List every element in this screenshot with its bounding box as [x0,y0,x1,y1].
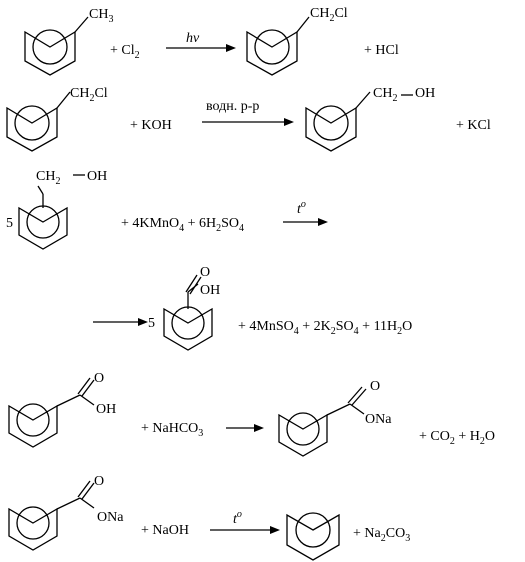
reaction-4: O OH + NaHCO3 O ONa + CO2 + H2O [8,371,495,457]
double-bond-a [347,386,363,404]
ring-c-bond [326,403,351,416]
reagent-label: + KOH [130,118,172,133]
c-oh-bond [187,283,199,293]
reactant-substituent: CH3 [89,7,113,25]
benzyl-chloride-structure: CH2Cl [246,6,348,76]
aromatic-circle [14,105,50,141]
reaction-3: 5 CH2 OH + 4KMnO4 + 6H2SO4 to 5 [6,169,412,351]
reactant-oh: OH [96,402,116,417]
byproducts-label: + CO2 + H2O [419,429,495,447]
reactant-substituent: CH2Cl [70,86,108,104]
reactant-substituent: CH2 [36,169,60,187]
reaction-arrow [226,424,264,432]
aromatic-circle [16,506,50,540]
benzene-ring [305,106,357,152]
aromatic-circle [295,512,331,548]
reagent-label: + 4KMnO4 + 6H2SO4 [121,216,244,234]
aromatic-circle [254,29,290,65]
benzene-structure [286,512,340,561]
substituent-bond [355,91,371,109]
benzene-ring [163,307,213,351]
aromatic-circle [16,403,50,437]
benzene-ring [6,106,58,152]
reaction-2: CH2Cl + KOH водн. р-р CH2 OH + KCl [6,86,491,152]
ring-c-bond [56,497,81,510]
continuation-arrow [93,318,148,326]
reaction-5: O ONa + NaOH to + Na2CO3 [8,474,410,561]
reactant-ona: ONa [97,510,124,525]
condition-label: hv [186,31,200,46]
product-substituent: CH2Cl [310,6,348,24]
product-oh: OH [415,86,435,101]
product-oh: OH [200,283,220,298]
product-ona: ONa [365,412,392,427]
condition-label: водн. р-р [206,99,259,114]
double-bond-b [81,482,95,500]
reagent-label: + Cl2 [110,43,140,61]
benzyl-alcohol-structure: CH2 OH [305,86,435,152]
byproduct-label: + KCl [456,118,491,133]
benzyl-alcohol-structure: CH2 OH [18,169,107,250]
aromatic-circle [286,412,320,446]
reaction-arrow [202,118,294,126]
substituent-bond [74,16,89,33]
double-bond-a [77,480,91,498]
condition-label: to [297,199,306,217]
benzene-ring [8,507,58,551]
byproduct-label: + HCl [364,43,399,58]
benzene-ring [24,30,76,76]
reaction-arrow [166,44,236,52]
ring-c-bond [56,394,81,407]
c-ona-bond [79,497,95,509]
reactant-oh: OH [87,169,107,184]
c-oh-bond [79,394,95,406]
byproducts-label: + 4MnSO4 + 2K2SO4 + 11H2O [238,319,412,337]
product-coefficient: 5 [148,316,155,331]
substituent-bond [37,185,44,195]
double-bond-a [77,377,91,395]
double-bond-b [81,379,95,397]
benzyl-chloride-structure: CH2Cl [6,86,108,152]
product-substituent: CH2 [373,86,397,104]
toluene-structure: CH3 [24,7,113,76]
reactant-coefficient: 5 [6,216,13,231]
aromatic-circle [32,29,68,65]
condition-label: to [233,509,242,527]
sodium-benzoate-structure: O ONa [8,474,124,551]
double-bond-a [185,274,198,293]
benzene-ring [18,206,68,250]
benzene-ring [278,413,328,457]
benzene-ring [286,513,340,561]
reaction-1: CH3 + Cl2 hv CH2Cl + HCl [24,6,399,76]
reaction-arrow [210,526,280,534]
c-ona-bond [349,403,365,415]
substituent-bond [56,91,71,109]
byproducts-label: + Na2CO3 [353,526,410,544]
reagent-label: + NaOH [141,523,189,538]
aromatic-circle [313,105,349,141]
reaction-arrow [283,218,328,226]
substituent-bond [296,16,310,33]
reactant-o: O [94,474,104,489]
benzene-ring [8,404,58,448]
benzoic-acid-structure: O OH [163,265,220,351]
double-bond-b [351,388,367,406]
benzoic-acid-structure: O OH [8,371,116,448]
sodium-benzoate-structure: O ONa [278,379,392,457]
benzene-ring [246,30,298,76]
reagent-label: + NaHCO3 [141,421,203,439]
product-o: O [200,265,210,280]
reactant-o: O [94,371,104,386]
product-o: O [370,379,380,394]
